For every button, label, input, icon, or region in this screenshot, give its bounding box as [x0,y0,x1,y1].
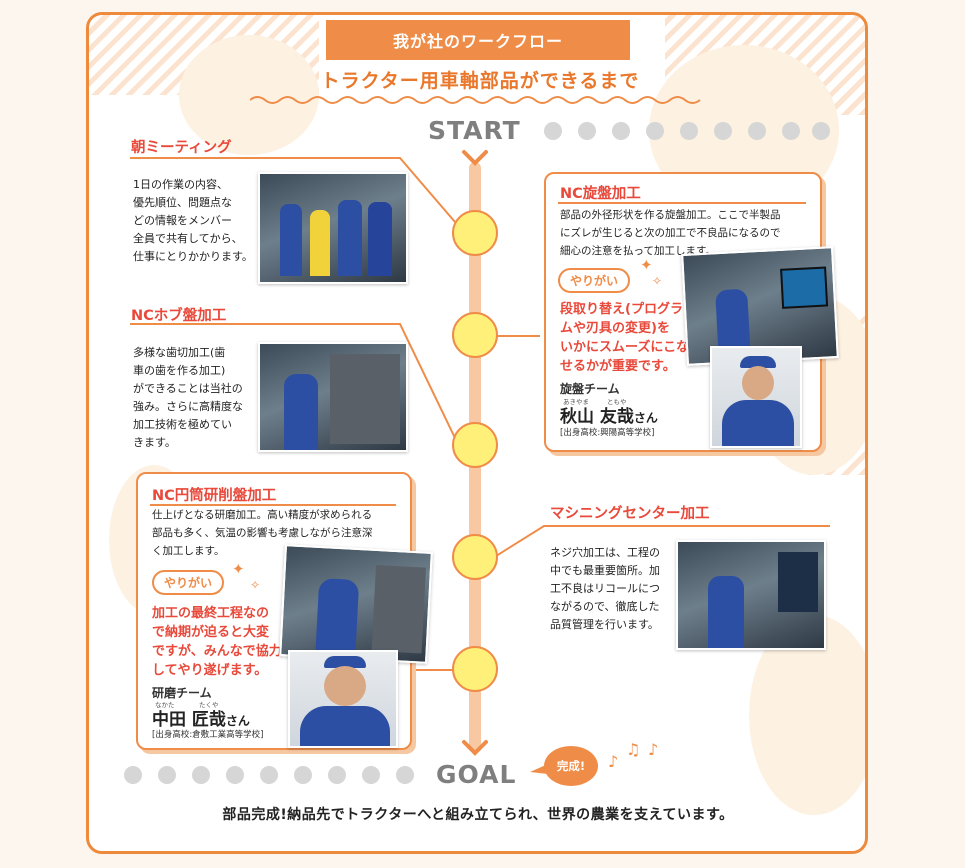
timeline-node [452,646,498,692]
timeline-node [452,210,498,256]
connector-line [130,323,456,439]
header-tab: 我が社のワークフロー [326,20,630,60]
photo-akiyama-portrait [710,346,802,448]
decor-dot [714,122,732,140]
decor-dot [124,766,142,784]
connector-line [412,669,454,671]
photo-nc-hob [258,342,408,452]
decor-dot [812,122,830,140]
start-label: START [428,116,521,145]
sparkle-icon: ✧ [652,274,663,288]
section-text-nc-hob: 多様な歯切加工(歯 車の歯を作る加工) ができることは当社の 強み。さらに高精度… [133,346,243,449]
wave-decoration [250,96,701,104]
highlight-nc-grinding: 加工の最終工程なの で納期が迫ると大変 ですが、みんなで協力 してやり遂げます。 [152,606,282,678]
person-name-nc-lathe: 秋山 友哉さん [560,407,658,427]
goal-label: GOAL [436,760,517,789]
decor-dot [328,766,346,784]
decor-dot [294,766,312,784]
page-subtitle: トラクター用車軸部品ができるまで [320,70,640,92]
decor-dot [544,122,562,140]
photo-machining-center [676,540,826,650]
decor-dot [362,766,380,784]
team-nc-grinding: 研磨チーム [152,686,212,700]
section-title-machining: マシニングセンター加工 [550,506,710,522]
ruby-given: たくや [199,701,219,709]
school-nc-grinding: [出身高校:倉敷工業高等学校] [152,730,264,740]
chevron-down-icon [462,150,488,166]
chevron-down-icon [462,740,488,756]
photo-nc-grinding-machine [279,544,433,664]
section-text-nc-grinding: 仕上げとなる研磨加工。高い精度が求められる 部品も多く、気温の影響も考慮しながら… [152,509,373,557]
sparkle-icon: ✦ [640,256,653,274]
decor-dot [612,122,630,140]
decor-dot [748,122,766,140]
ruby-given: ともや [607,398,627,406]
photo-nakata-portrait [288,650,398,748]
decor-dot [158,766,176,784]
decor-dot [226,766,244,784]
connector-line [130,157,456,223]
sparkle-icon: ✦ [232,560,245,578]
decor-dot [260,766,278,784]
decor-blob [179,35,319,155]
school-nc-lathe: [出身高校:興陽高等学校] [560,428,655,438]
decor-dot [192,766,210,784]
title-underline [558,202,806,204]
music-note-icon: ♪ [608,752,619,771]
decor-dot [396,766,414,784]
timeline-node [452,422,498,468]
section-text-nc-lathe: 部品の外径形状を作る旋盤加工。ここで半製品 にズレが生じると次の加工で不良品にな… [560,209,781,257]
sparkle-icon: ✧ [250,578,261,592]
complete-bubble: 完成! [544,746,598,786]
badge-yarigai: やりがい [152,570,225,595]
timeline-node [452,534,498,580]
section-title-nc-hob: NCホブ盤加工 [131,308,227,324]
team-nc-lathe: 旋盤チーム [560,382,620,396]
person-name-nc-grinding: 中田 匠哉さん [152,710,250,730]
highlight-nc-lathe: 段取り替え(プログラ ムや刃具の変更)を いかにスムーズにこな せるかが重要です… [560,302,690,374]
ruby-family: なかた [155,701,175,709]
bubble-tail [530,764,548,774]
music-note-icon: ♫ [626,740,641,759]
section-text-machining: ネジ穴加工は、工程の 中でも最重要箇所。加 工不良はリコールにつ ながるので、徹… [550,546,660,631]
ruby-family: あきやま [563,398,589,406]
connector-line [496,525,830,557]
photo-morning-meeting [258,172,408,284]
decor-dot [646,122,664,140]
section-title-nc-lathe: NC旋盤加工 [560,186,641,202]
section-text-morning: 1日の作業の内容、 優先順位、問題点な どの情報をメンバー 全員で共有してから、… [133,178,253,263]
title-underline [150,504,396,506]
section-title-morning: 朝ミーティング [131,140,232,156]
decor-dot [680,122,698,140]
connector-line [496,335,540,337]
decor-dot [782,122,800,140]
music-note-icon: ♪ [648,740,659,759]
section-title-nc-grinding: NC円筒研削盤加工 [152,488,277,504]
decor-dot [578,122,596,140]
badge-yarigai: やりがい [558,268,631,293]
footer-message: 部品完成!納品先でトラクターへと組み立てられ、世界の農業を支えています。 [222,807,734,823]
